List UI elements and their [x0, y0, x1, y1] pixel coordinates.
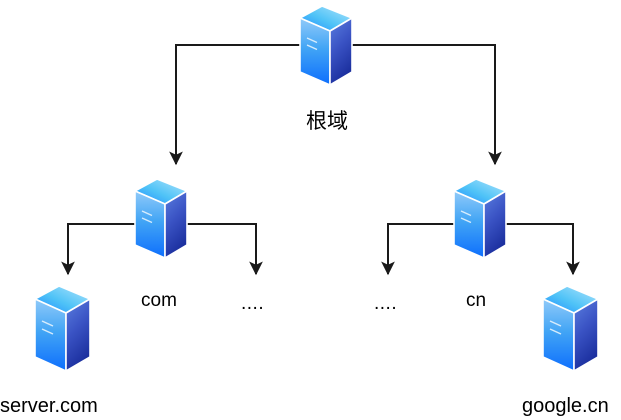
edge-cn-to-google-cn — [495, 223, 580, 276]
server-icon — [33, 285, 92, 373]
node-cn[interactable] — [448, 177, 510, 261]
google-cn-label: google.cn — [522, 395, 609, 417]
server-icon — [452, 178, 508, 260]
root-label: 根域 — [306, 110, 348, 133]
com-other-label: .... — [241, 293, 265, 314]
edge-root-to-cn — [325, 44, 502, 166]
node-google-cn[interactable] — [537, 284, 603, 374]
edge-com-to-other — [176, 223, 263, 276]
com-label: com — [141, 290, 177, 311]
server-com-label: server.com — [0, 395, 98, 417]
server-icon — [133, 178, 189, 260]
cn-label: cn — [466, 290, 487, 311]
cn-other-label: .... — [374, 293, 398, 314]
node-server-com[interactable] — [29, 284, 95, 374]
node-com[interactable] — [129, 177, 191, 261]
server-icon — [541, 285, 600, 373]
server-icon — [298, 5, 354, 87]
edge-root-to-com — [169, 44, 325, 166]
node-root[interactable] — [294, 4, 356, 88]
